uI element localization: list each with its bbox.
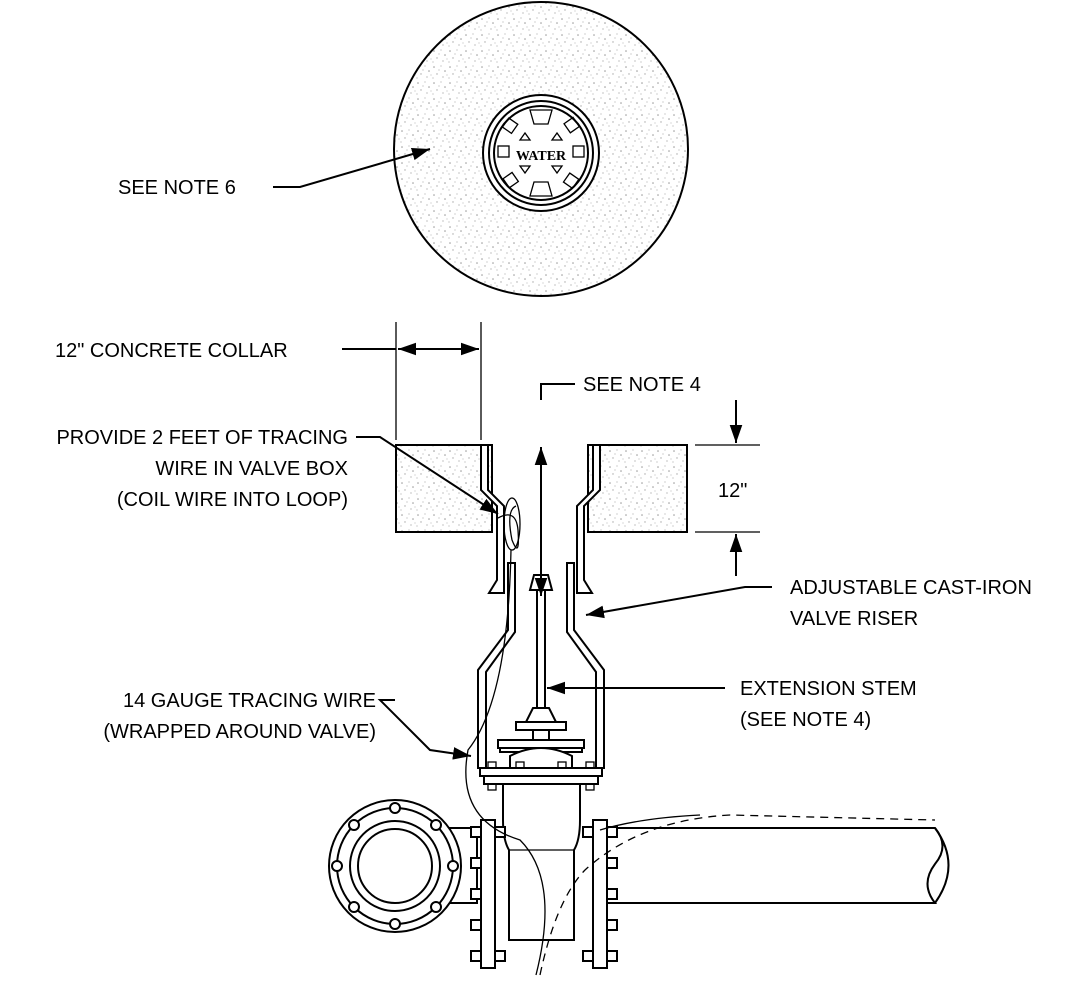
section-view <box>328 444 950 976</box>
plan-view: WATER <box>393 1 689 297</box>
concrete-collar-left <box>395 444 493 533</box>
water-main-pipe <box>328 799 950 969</box>
concrete-collar-right <box>587 444 688 533</box>
labels: SEE NOTE 6 12" CONCRETE COLLAR SEE NOTE … <box>55 177 1032 743</box>
leader-gauge-wire <box>377 699 472 760</box>
label-riser-1: ADJUSTABLE CAST-IRON <box>790 577 1032 599</box>
label-tracing-wire-3: (COIL WIRE INTO LOOP) <box>117 489 348 511</box>
flange-right <box>582 819 618 969</box>
label-see-note-4: SEE NOTE 4 <box>583 374 701 396</box>
gate-valve <box>479 729 603 941</box>
label-stem-1: EXTENSION STEM <box>740 678 917 700</box>
leaders <box>273 148 772 760</box>
label-stem-2: (SEE NOTE 4) <box>740 709 871 731</box>
valve-box-upper <box>480 444 601 594</box>
label-riser-2: VALVE RISER <box>790 608 918 630</box>
leader-see-note-6 <box>273 148 431 188</box>
label-dimension-12: 12" <box>718 480 747 502</box>
label-tracing-wire-2: WIRE IN VALVE BOX <box>155 458 348 480</box>
lid-water-text: WATER <box>516 149 567 164</box>
pipe-end-flange <box>328 799 462 933</box>
label-gauge-2: (WRAPPED AROUND VALVE) <box>103 721 376 743</box>
tracing-wire <box>465 497 936 976</box>
label-tracing-wire-1: PROVIDE 2 FEET OF TRACING <box>56 427 348 449</box>
leader-valve-riser <box>585 586 772 619</box>
valve-box-lid: WATER <box>482 94 600 212</box>
extension-stem <box>515 574 567 731</box>
leader-see-note-4 <box>540 383 575 400</box>
label-gauge-1: 14 GAUGE TRACING WIRE <box>123 690 376 712</box>
flange-left <box>470 819 506 969</box>
leader-tracing-wire-coil <box>356 436 499 515</box>
label-concrete-collar: 12" CONCRETE COLLAR <box>55 340 288 362</box>
label-see-note-6: SEE NOTE 6 <box>118 177 236 199</box>
